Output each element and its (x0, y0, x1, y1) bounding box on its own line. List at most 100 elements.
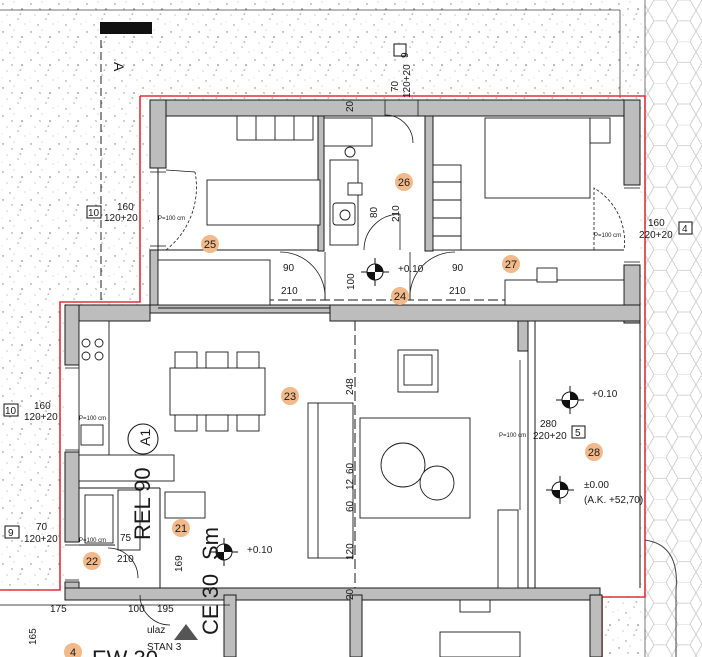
door-width: 80 (369, 206, 380, 218)
window-size: 120+20 (402, 64, 413, 98)
apartment-label: STAN 3 (147, 642, 182, 653)
fire-rating-ew: EW 30 (92, 646, 158, 657)
room-number: 25 (204, 239, 216, 251)
room-badge (391, 287, 409, 305)
dim: 20 (345, 588, 356, 600)
furniture (78, 115, 625, 657)
door-width: 90 (283, 263, 295, 274)
door-swings (107, 114, 625, 626)
entry-arrow-icon (174, 624, 198, 640)
dim: 60 (345, 462, 356, 474)
dim: 20 (345, 100, 356, 112)
radiator-label: P=100 cm (499, 433, 526, 439)
room-number: 26 (398, 177, 410, 189)
tv-unit (497, 509, 519, 589)
window-tag: 10 (5, 406, 17, 417)
room-badge (502, 255, 520, 273)
bathtub (323, 117, 373, 147)
window-marks (65, 100, 640, 581)
window-width: 280 (540, 419, 557, 430)
level-marker-icon (361, 258, 389, 286)
door-width: 90 (452, 263, 464, 274)
window-size: 120+20 (104, 213, 138, 224)
section-marker-label: A1 (137, 429, 153, 446)
room-badge (585, 443, 603, 461)
room-badges (64, 173, 603, 657)
door-height: 210 (281, 286, 298, 297)
window-width: 160 (648, 218, 665, 229)
window-width: 160 (117, 202, 134, 213)
bed-25 (206, 179, 321, 226)
paving-hexagonal (645, 0, 702, 657)
room-number: 27 (505, 259, 517, 271)
window-tag: 5 (575, 428, 581, 439)
level-marker-icon (556, 386, 584, 414)
elevation-balcony-top: +0.10 (592, 389, 618, 400)
radiator-label: P=100 cm (158, 216, 185, 222)
level-marker-icon (546, 476, 574, 504)
level-markers (210, 258, 584, 566)
sofa (307, 402, 354, 559)
door-height: 210 (391, 205, 402, 222)
room-number: 24 (394, 291, 406, 303)
door-height: 210 (449, 286, 466, 297)
elevation-hall: +0.10 (398, 264, 424, 275)
axis-label: A (111, 62, 127, 72)
door-width: 100 (346, 273, 357, 290)
door-height: 210 (117, 554, 134, 565)
radiator-label: P=100 cm (79, 538, 106, 544)
room-number: 21 (175, 523, 187, 535)
axis-marker (100, 22, 152, 34)
room-badge (172, 519, 190, 537)
window-label-9-lower: 70 9 120+20 P=100 cm (4, 522, 106, 545)
room-badge (395, 173, 413, 191)
window-label-4-right: 160 220+20 4 P=100 cm (594, 218, 693, 241)
wardrobe-27 (432, 164, 462, 251)
radiator-label: P=100 cm (79, 416, 106, 422)
door-dimensions: 90 210 90 210 80 210 100 75 210 (117, 205, 466, 565)
room-badge (64, 643, 82, 657)
dim: 60 (345, 500, 356, 512)
dim: 169 (174, 555, 185, 572)
room-number: 4 (70, 647, 76, 657)
door-width: 75 (120, 533, 132, 544)
window-tag: 4 (682, 224, 688, 235)
room-badge (201, 235, 219, 253)
dining-table (169, 367, 266, 416)
window-tag: 9 (8, 528, 14, 539)
fire-rating-ce: CE 30 (198, 574, 223, 635)
dim: 175 (50, 604, 67, 615)
window-label-10-left: 160 10 120+20 P=100 cm (86, 202, 185, 224)
elevation-living: +0.10 (247, 545, 273, 556)
terrace-edge (644, 539, 677, 657)
dim: 195 (157, 604, 174, 615)
dimension-labels: 248 60 12 60 120 20 20 175 195 165 169 1… (28, 100, 356, 645)
room-badge (83, 552, 101, 570)
dim: 165 (28, 628, 39, 645)
window-tag: 10 (88, 208, 100, 219)
window-width: 70 (390, 80, 401, 92)
section-marker-circle (127, 423, 159, 455)
window-label-5-balcony: 280 220+20 5 P=100 cm (499, 419, 586, 442)
dim: 100 (128, 604, 145, 615)
dim: 120 (345, 543, 356, 560)
window-tag: 9 (400, 52, 411, 58)
counter-bottom (78, 454, 175, 482)
desk-25 (157, 259, 271, 306)
dim: 248 (345, 378, 356, 395)
window-width: 160 (34, 401, 51, 412)
window-width: 70 (36, 522, 48, 533)
room-number: 22 (86, 556, 98, 568)
desk-27 (504, 279, 625, 306)
room-number: 23 (284, 391, 296, 403)
elevation-balcony-zero: ±0.00 (584, 480, 609, 491)
level-marker-icon (210, 538, 238, 566)
window-label-9-top: 9 70 120+20 (390, 43, 413, 98)
fire-rating-sm: Sm (198, 527, 223, 560)
window-size: 120+20 (24, 412, 58, 423)
window-size: 220+20 (533, 431, 567, 442)
radiator-label: P=100 cm (594, 233, 621, 239)
window-size: 220+20 (639, 230, 673, 241)
elevation-balcony-ak: (A.K. +52,70) (584, 495, 643, 506)
